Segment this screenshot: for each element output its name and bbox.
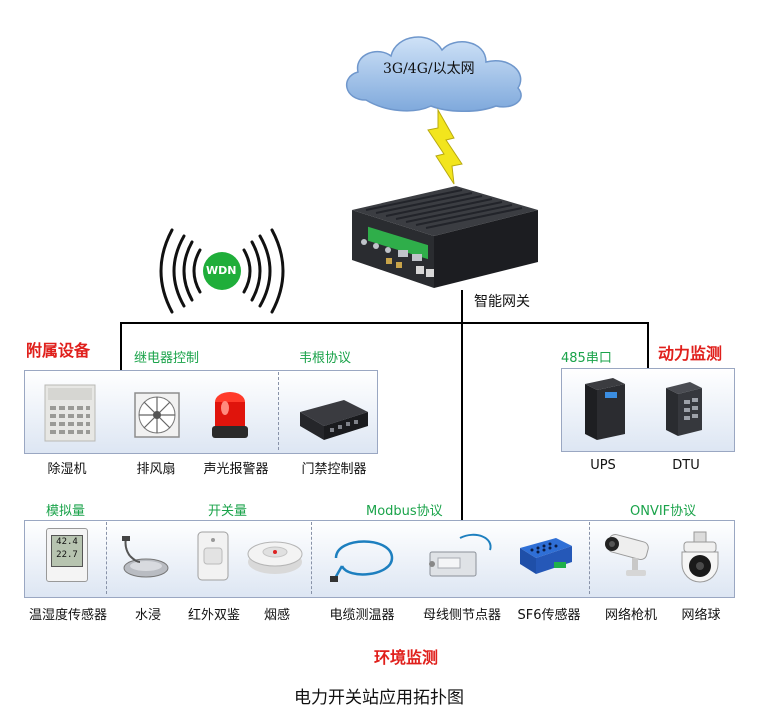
ups-icon	[585, 378, 625, 440]
section-power-label: 动力监测	[658, 344, 723, 363]
device-label-exhaust-fan: 排风扇	[136, 462, 176, 477]
sensor-reading-2: 22.7	[56, 550, 78, 560]
panel-divider	[311, 522, 312, 594]
group-analog-label: 模拟量	[46, 504, 86, 519]
device-label-bullet-camera: 网络枪机	[604, 608, 658, 623]
lightning-icon	[427, 108, 463, 185]
dtu-icon	[666, 382, 702, 436]
group-wiegand-label: 韦根协议	[299, 351, 352, 366]
exhaust-fan-icon	[134, 392, 180, 438]
sensor-screen: 42.4 22.7	[51, 535, 83, 567]
dome-camera-icon	[681, 531, 719, 583]
group-relay-label: 继电器控制	[134, 351, 200, 366]
device-label-alarm-light: 声光报警器	[203, 462, 269, 477]
connector-gateway-trunk	[461, 290, 463, 530]
connector-left-drop	[120, 322, 122, 372]
device-label-sf6: SF6传感器	[517, 608, 581, 623]
water-leak-sensor-icon	[122, 536, 169, 578]
bullet-camera-icon	[605, 533, 649, 576]
section-environment-label: 环境监测	[374, 648, 439, 667]
sf6-sensor-icon	[520, 538, 572, 574]
group-onvif-label: ONVIF协议	[630, 504, 697, 519]
device-label-dtu: DTU	[672, 458, 700, 473]
group-485-label: 485串口	[561, 351, 612, 366]
cable-temperature-sensor-icon	[330, 540, 394, 582]
panel-divider	[278, 372, 279, 450]
device-label-access-controller: 门禁控制器	[301, 462, 367, 477]
wireless-signal-icon	[159, 228, 285, 314]
connector-top-bus	[120, 322, 648, 324]
cloud-icon	[345, 36, 522, 113]
panel-divider	[106, 522, 107, 594]
device-label-ups: UPS	[590, 458, 616, 473]
group-switch-label: 开关量	[208, 504, 248, 519]
device-label-dehumidifier: 除湿机	[47, 462, 87, 477]
device-label-dome-camera: 网络球	[681, 608, 721, 623]
device-label-busbar-node: 母线侧节点器	[422, 608, 502, 623]
cloud-label: 3G/4G/以太网	[383, 61, 475, 77]
temp-humidity-sensor-icon: 42.4 22.7	[46, 528, 88, 582]
gateway-label: 智能网关	[474, 294, 530, 310]
device-label-water-leak: 水浸	[134, 608, 162, 623]
dehumidifier-icon	[44, 384, 96, 442]
group-modbus-label: Modbus协议	[366, 504, 443, 519]
connector-right-drop	[647, 322, 649, 370]
smoke-detector-icon	[247, 541, 303, 574]
section-auxiliary-label: 附属设备	[26, 341, 91, 360]
device-label-temp-humidity: 温湿度传感器	[28, 608, 108, 623]
device-label-infrared: 红外双鉴	[187, 608, 241, 623]
alarm-light-icon	[212, 392, 248, 438]
diagram-title: 电力开关站应用拓扑图	[294, 688, 464, 708]
device-label-cable-temp: 电缆测温器	[329, 608, 395, 623]
sensor-reading-1: 42.4	[56, 537, 78, 547]
busbar-node-icon	[429, 533, 492, 577]
gateway-device-icon	[352, 186, 538, 288]
panel-divider	[589, 522, 590, 594]
infrared-detector-icon	[197, 531, 229, 581]
device-label-smoke: 烟感	[263, 608, 291, 623]
access-controller-icon	[300, 400, 368, 440]
wdn-badge-label: WDN	[206, 264, 237, 277]
